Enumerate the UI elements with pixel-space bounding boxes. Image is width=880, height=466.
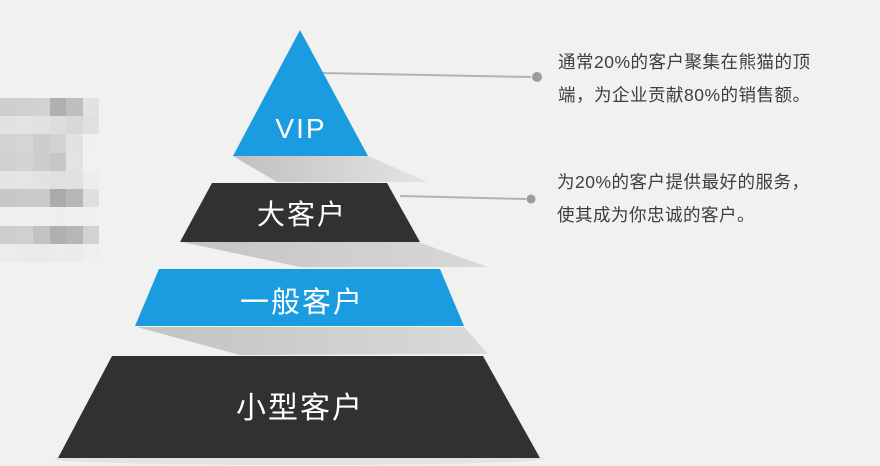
mosaic-cell <box>16 170 33 190</box>
mosaic-cell <box>49 116 66 135</box>
annotation-top-line-2: 端，为企业贡献80%的销售额。 <box>558 85 811 105</box>
callout-dot-1 <box>532 72 542 82</box>
mosaic-cell <box>49 170 66 190</box>
mosaic-cell <box>82 98 99 117</box>
annotation-top: 通常20%的客户聚集在熊猫的顶 端，为企业贡献80%的销售额。 <box>558 46 811 112</box>
mosaic-cell <box>0 189 17 208</box>
mosaic-cell <box>16 225 33 244</box>
mosaic-cell <box>82 243 99 262</box>
mosaic-cell <box>33 189 50 208</box>
mosaic-cell <box>33 207 50 226</box>
mosaic-cell <box>66 152 83 171</box>
mosaic-cell <box>33 116 50 135</box>
mosaic-cell <box>49 189 66 208</box>
annotation-middle-line-1: 为20%的客户提供最好的服务， <box>557 172 810 192</box>
mosaic-cell <box>16 98 33 117</box>
fold-shadow-2 <box>182 242 488 267</box>
mosaic-cell <box>66 225 83 244</box>
pyramid-level-small-shape <box>58 356 540 458</box>
pyramid-level-vip-label: VIP <box>275 113 326 144</box>
pyramid-level-key-accounts-shape <box>180 183 420 242</box>
mosaic-cell <box>82 225 99 244</box>
pyramid-level-general-shape <box>135 269 464 326</box>
mosaic-cell <box>0 152 17 171</box>
mosaic-cell <box>33 152 50 171</box>
mosaic-cell <box>82 170 99 190</box>
mosaic-cell <box>16 152 33 171</box>
mosaic-cell <box>66 134 83 153</box>
mosaic-cell <box>0 170 17 190</box>
annotation-top-line-1: 通常20%的客户聚集在熊猫的顶 <box>558 52 811 72</box>
mosaic-cell <box>33 243 50 262</box>
mosaic-cell <box>82 152 99 171</box>
mosaic-cell <box>66 243 83 262</box>
mosaic-cell <box>0 243 17 262</box>
mosaic-cell <box>33 170 50 190</box>
mosaic-cell <box>66 98 83 117</box>
pyramid-level-small-label: 小型客户 <box>236 392 364 425</box>
mosaic-cell <box>33 98 50 117</box>
mosaic-cell <box>82 134 99 153</box>
callout-dot-2 <box>526 194 536 204</box>
mosaic-cell <box>66 170 83 190</box>
mosaic-cell <box>82 116 99 135</box>
mosaic-cell <box>66 207 83 226</box>
mosaic-cell <box>82 207 99 226</box>
mosaic-cell <box>33 225 50 244</box>
mosaic-cell <box>49 225 66 244</box>
mosaic-cell <box>0 134 17 153</box>
mosaic-cell <box>0 225 17 244</box>
pyramid-level-general-label: 一般客户 <box>240 286 364 319</box>
mosaic-cell <box>49 98 66 117</box>
pyramid-level-key-accounts-label: 大客户 <box>257 199 347 230</box>
fold-shadow-3 <box>137 327 488 355</box>
mosaic-cell <box>49 243 66 262</box>
mosaic-cell <box>82 189 99 208</box>
mosaic-cell <box>16 134 33 153</box>
callout-line-2 <box>399 195 527 200</box>
blurred-watermark <box>0 98 99 262</box>
fold-shadow-1 <box>233 156 428 182</box>
annotation-middle-line-2: 使其成为你忠诚的客户。 <box>557 205 755 225</box>
mosaic-cell <box>16 116 33 135</box>
mosaic-cell <box>49 134 66 153</box>
annotation-middle: 为20%的客户提供最好的服务， 使其成为你忠诚的客户。 <box>557 166 810 232</box>
callout-line-1 <box>319 72 532 78</box>
mosaic-cell <box>16 243 33 262</box>
pyramid-level-vip-shape <box>233 30 368 156</box>
mosaic-cell <box>49 207 66 226</box>
mosaic-cell <box>0 207 17 226</box>
mosaic-cell <box>0 98 17 117</box>
mosaic-cell <box>16 207 33 226</box>
mosaic-cell <box>0 116 17 135</box>
mosaic-cell <box>33 134 50 153</box>
mosaic-cell <box>49 152 66 171</box>
mosaic-cell <box>66 189 83 208</box>
mosaic-cell <box>16 189 33 208</box>
mosaic-cell <box>66 116 83 135</box>
